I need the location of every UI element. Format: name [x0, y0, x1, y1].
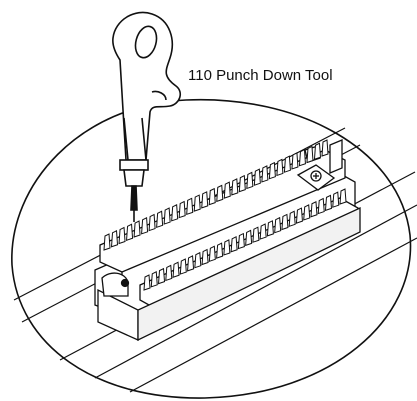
contact-tooth [103, 233, 111, 251]
contact-tooth [310, 200, 318, 218]
contact-tooth [208, 187, 216, 206]
contact-tooth [259, 223, 267, 240]
contact-tooth [313, 142, 322, 160]
lower-contact-teeth [143, 188, 347, 291]
contact-tooth [208, 245, 216, 263]
punch-down-tool-icon [112, 11, 182, 222]
contact-tooth [223, 181, 231, 199]
contact-tooth [303, 204, 311, 221]
contact-tooth [306, 145, 314, 164]
contact-tooth [148, 213, 156, 232]
contact-tooth [332, 191, 340, 208]
contact-tooth [201, 191, 209, 209]
contact-tooth [253, 168, 261, 186]
contact-tooth [216, 184, 224, 203]
contact-tooth [268, 161, 276, 180]
contact-tooth [150, 271, 158, 288]
contact-tooth [291, 152, 299, 170]
contact-tooth [165, 264, 173, 282]
contact-tooth [118, 226, 126, 245]
contact-tooth [179, 258, 187, 275]
magnification-oval [11, 98, 412, 399]
contact-tooth [172, 261, 180, 278]
contact-tooth [321, 139, 329, 157]
contact-tooth [141, 217, 149, 235]
contact-tooth [276, 158, 284, 177]
contact-tooth [231, 178, 239, 196]
contact-tooth [157, 267, 166, 285]
contact-tooth [178, 200, 186, 219]
contact-tooth [223, 239, 231, 256]
contact-tooth [133, 220, 141, 238]
contact-tooth [283, 155, 291, 173]
contact-tooth [281, 213, 289, 231]
contact-tooth [201, 248, 209, 266]
contact-tooth [238, 174, 246, 193]
contact-tooth [245, 229, 253, 247]
upper-contact-teeth [103, 139, 329, 251]
contact-tooth [246, 171, 254, 190]
contact-tooth [186, 255, 195, 272]
contact-tooth [143, 274, 151, 291]
contact-tooth [171, 204, 179, 222]
contact-tooth [193, 194, 201, 212]
contact-tooth [324, 194, 333, 212]
contact-tooth [237, 232, 245, 250]
contact-tooth [295, 207, 303, 224]
contact-tooth [274, 216, 282, 234]
contact-tooth [298, 148, 306, 167]
contact-tooth [125, 223, 134, 241]
contact-tooth [261, 165, 269, 183]
contact-tooth [186, 197, 194, 216]
contact-tooth [216, 242, 224, 259]
contact-tooth [266, 220, 274, 237]
contact-tooth [194, 251, 202, 269]
contact-tooth [156, 210, 164, 229]
contact-tooth [110, 229, 119, 248]
contact-tooth [230, 235, 238, 253]
contact-tooth [339, 188, 347, 205]
contact-tooth [252, 226, 260, 243]
contact-tooth [163, 207, 171, 225]
contact-tooth [288, 210, 296, 228]
contact-tooth [317, 197, 325, 215]
callout-label: 110 Punch Down Tool [188, 67, 333, 84]
